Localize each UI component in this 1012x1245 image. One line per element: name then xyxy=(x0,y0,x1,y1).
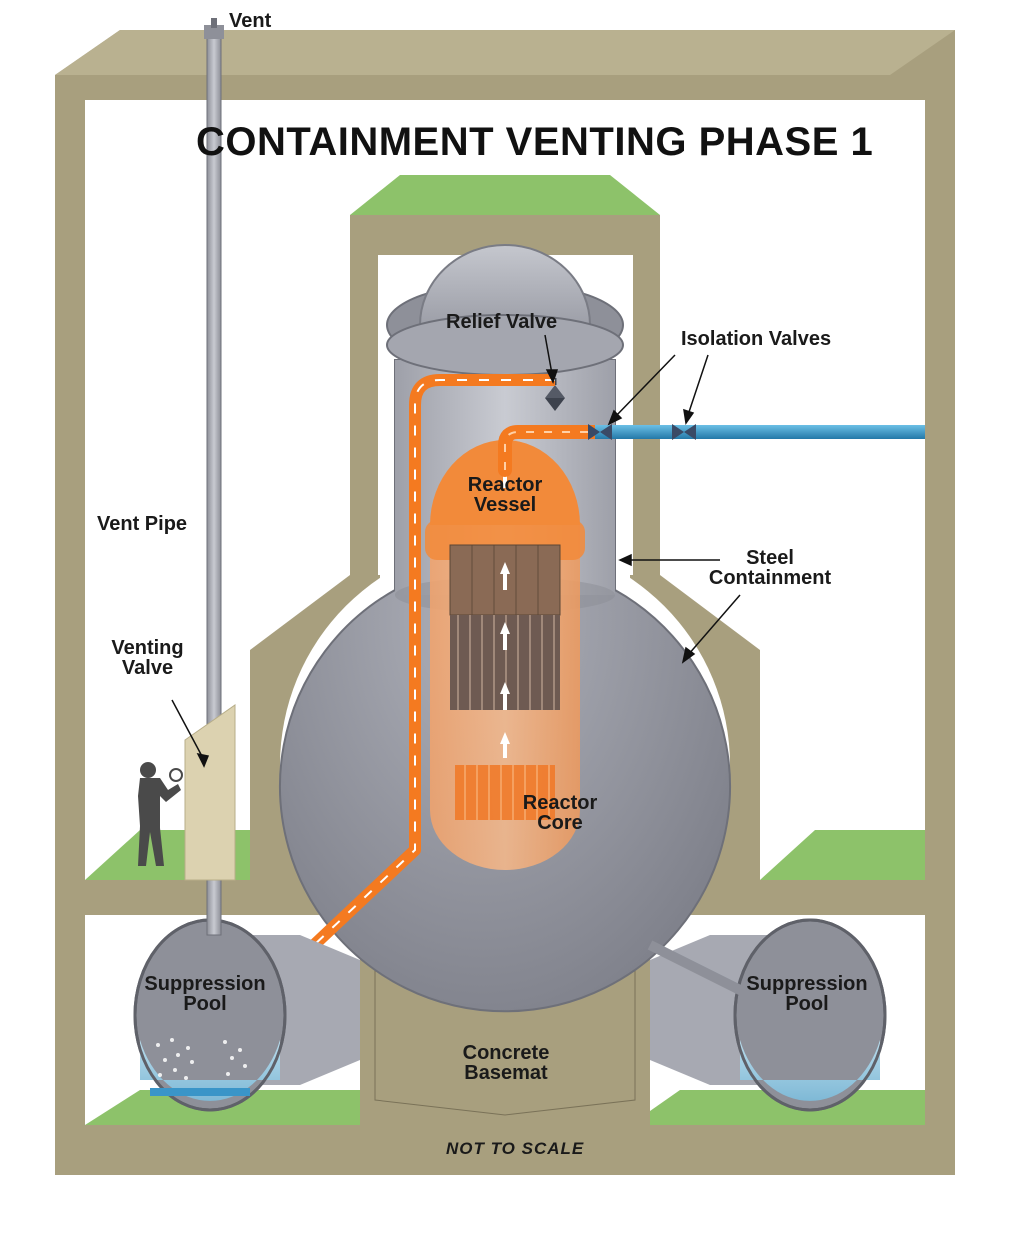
reactor-core-label-line1: Reactor xyxy=(522,792,598,814)
isolation-valve-outer xyxy=(672,424,696,440)
concrete-basemat-label: Concrete Basemat xyxy=(446,1043,566,1083)
venting-valve-label-line1: Venting xyxy=(111,637,184,659)
diagram-title: CONTAINMENT VENTING PHASE 1 xyxy=(196,120,874,164)
operator-person-icon xyxy=(138,762,183,866)
reactor-vessel-label: Reactor Vessel xyxy=(455,475,555,515)
vent-pipe-label: Vent Pipe xyxy=(97,513,188,535)
vent-label: Vent xyxy=(229,10,272,32)
isolation-valves-label: Isolation Valves xyxy=(681,328,832,350)
reactor-vessel-label-line1: Reactor xyxy=(467,474,543,496)
leader-lines xyxy=(171,334,741,768)
suppression-pool-right-label-line2: Pool xyxy=(785,993,829,1015)
isolation-valve-inner xyxy=(588,424,612,440)
suppression-pool-left xyxy=(133,918,360,1112)
reactor-vessel-label-line2: Vessel xyxy=(473,494,537,516)
vent-pipe xyxy=(204,18,224,936)
steel-containment-label: Steel Containment xyxy=(690,548,850,588)
concrete-basemat-label-line2: Basemat xyxy=(464,1062,548,1084)
steel-containment-label-line1: Steel xyxy=(746,547,794,569)
suppression-pool-right-label-line1: Suppression xyxy=(746,973,868,995)
suppression-pool-right-label: Suppression Pool xyxy=(732,974,882,1014)
suppression-pool-left-label-line2: Pool xyxy=(183,993,227,1015)
suppression-pool-left-label-line1: Suppression xyxy=(144,973,266,995)
relief-valve-label: Relief Valve xyxy=(446,311,558,333)
venting-valve-label-line2: Valve xyxy=(121,657,174,679)
relief-line xyxy=(199,374,555,1081)
venting-valve-label: Venting Valve xyxy=(100,638,195,678)
concrete-basemat-label-line1: Concrete xyxy=(462,1042,550,1064)
reactor-core-label: Reactor Core xyxy=(510,793,610,833)
suppression-pool-left-label: Suppression Pool xyxy=(130,974,280,1014)
suppression-pool-right xyxy=(647,918,887,1112)
steel-containment-label-line2: Containment xyxy=(708,567,832,589)
reactor-core-label-line2: Core xyxy=(537,812,583,834)
not-to-scale-note: NOT TO SCALE xyxy=(446,1139,585,1158)
